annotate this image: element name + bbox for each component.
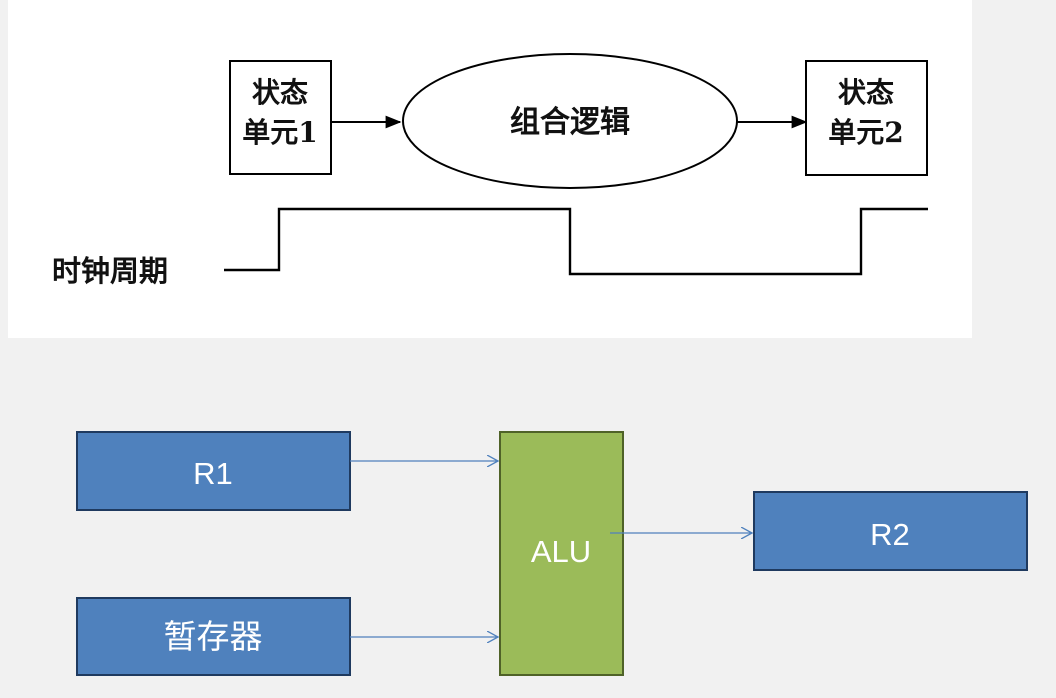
combinational-logic-label: 组合逻辑 bbox=[510, 105, 630, 140]
state-unit-2-line1: 状态 bbox=[838, 76, 894, 109]
clock-cycle-label: 时钟周期 bbox=[52, 254, 168, 288]
state-unit-1-line2: 单元1 bbox=[242, 116, 317, 149]
r2-label: R2 bbox=[870, 517, 910, 552]
r2-register bbox=[753, 491, 1028, 571]
alu-block bbox=[499, 431, 624, 676]
state-unit-2-line2: 单元2 bbox=[828, 116, 903, 149]
state-unit-1-line1: 状态 bbox=[252, 76, 308, 109]
state-unit-1-box bbox=[229, 60, 332, 175]
alu-label: ALU bbox=[531, 534, 591, 569]
r1-register bbox=[76, 431, 351, 511]
top-diagram: 状态 单元1 组合逻辑 状态 单元2 时钟周期 bbox=[52, 53, 928, 288]
bottom-diagram: R1 暂存器 ALU R2 bbox=[76, 431, 1028, 676]
r1-label: R1 bbox=[193, 456, 233, 491]
clock-waveform bbox=[224, 207, 928, 276]
temp-register-label: 暂存器 bbox=[164, 618, 263, 655]
state-unit-2-box bbox=[805, 60, 928, 176]
